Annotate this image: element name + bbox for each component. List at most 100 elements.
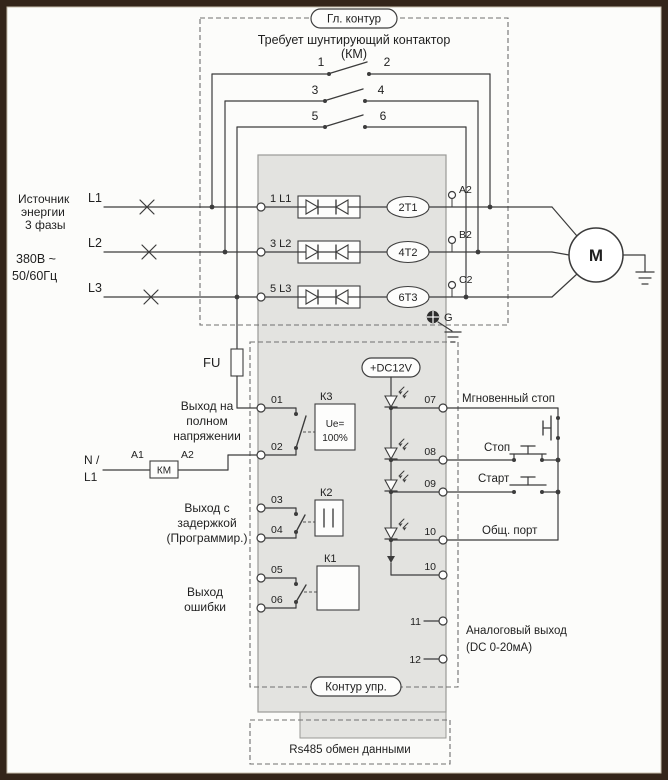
- terminal-number: 01: [271, 394, 283, 406]
- contactor-note: (КМ): [341, 47, 367, 61]
- main-circuit-tag-label: Гл. контур: [327, 14, 381, 26]
- source-labels: Источник энергии 3 фазы 380В ~ 50/60Гц L…: [12, 191, 102, 295]
- phase-label-l3: L3: [88, 281, 102, 295]
- km-a2-label: A2: [181, 449, 194, 461]
- voltage-label: 380В ~: [16, 252, 56, 266]
- thyristor-phase-2: [297, 240, 361, 264]
- svg-text:C2: C2: [459, 274, 473, 286]
- output-terminal-label: 2T1: [399, 202, 418, 214]
- external-input-wiring: Мгновенный стоп Стоп Старт Общ. порт: [446, 393, 561, 541]
- dc12v-supply: +DC12V: [361, 357, 440, 576]
- error-out-label: Выход: [187, 585, 223, 599]
- g-earth-group: G: [426, 310, 462, 343]
- terminal-10: [438, 535, 448, 545]
- out-full-label: полном: [186, 414, 227, 428]
- output-terminal-label: 4T2: [399, 247, 418, 259]
- contact-5-6: [236, 114, 467, 129]
- terminal-01: [256, 403, 266, 413]
- phase-input-wires: [103, 199, 258, 305]
- analog-out-label: (DC 0-20мА): [466, 642, 532, 654]
- input-terminal-label: 5 L3: [270, 283, 291, 295]
- phase-label-l1: L1: [88, 191, 102, 205]
- terminal-number: 10: [424, 561, 436, 573]
- contact-1-2: [211, 61, 491, 76]
- neutral-label: N /: [84, 453, 100, 467]
- relay-contact-k2: [264, 507, 315, 539]
- out-full-label: напряжении: [173, 429, 241, 443]
- terminal-number: 07: [424, 394, 436, 406]
- main-circuit-tag: [310, 8, 398, 29]
- contact-number: 3: [312, 83, 319, 97]
- terminal-05: [256, 573, 266, 583]
- km-coil-label: КМ: [157, 466, 171, 477]
- start-label: Старт: [478, 473, 510, 485]
- terminal-03: [256, 503, 266, 513]
- input-terminal: [256, 292, 266, 302]
- terminal-number: 02: [271, 441, 283, 453]
- output-terminal-label: 6T3: [399, 292, 418, 304]
- relay-k1-label: К1: [324, 553, 337, 565]
- input-terminal-label: 3 L2: [270, 238, 291, 250]
- contact-number: 2: [384, 55, 391, 69]
- source-label: Источник: [18, 192, 70, 206]
- delayed-out-label: задержкой: [177, 516, 236, 530]
- out-full-label: Выход на: [181, 399, 234, 413]
- terminal-08: [438, 455, 448, 465]
- power-section: 1 L1 3 L2 5 L3 2T1 4T2 6T3: [256, 184, 553, 309]
- contact-number: 1: [318, 55, 325, 69]
- input-terminal: [256, 202, 266, 212]
- fuse-symbol: [230, 348, 244, 377]
- analog-out-label: Аналоговый выход: [466, 625, 567, 637]
- input-terminal: [256, 247, 266, 257]
- relay-contact-k1: [264, 577, 317, 609]
- control-circuit-tag: [310, 676, 402, 697]
- instant-stop-label: Мгновенный стоп: [462, 393, 555, 405]
- relay-output-terminals: 01 02 03 04 05 06 К3 Ue= 100%: [256, 391, 360, 613]
- relay-contact-k3: [264, 407, 315, 456]
- relay-k2-box: [314, 499, 344, 537]
- instant-stop-button-icon: [542, 415, 560, 441]
- terminal-number: 06: [271, 594, 283, 606]
- rs485-dashed-box: [249, 719, 451, 765]
- terminal-number: 04: [271, 524, 283, 536]
- terminal-09: [438, 487, 448, 497]
- earth-icon: [437, 321, 462, 343]
- contact-number: 4: [378, 83, 385, 97]
- km-coil-circuit: N / L1 КМ A1 A2: [84, 449, 258, 484]
- stop-button-icon: [509, 445, 547, 462]
- terminal-number: 08: [424, 446, 436, 458]
- analog-output-labels: Аналоговый выход (DC 0-20мА): [466, 625, 567, 654]
- terminal-07: [438, 403, 448, 413]
- ground-label: G: [444, 312, 453, 324]
- motor-label: M: [589, 246, 603, 265]
- km-a1-label: A1: [131, 449, 144, 461]
- bypass-contactor-contacts: 1 2 3 4 5 6: [211, 55, 491, 350]
- terminal-number: 11: [410, 616, 421, 628]
- contact-3-4: [224, 88, 479, 103]
- terminal-10b: [438, 570, 448, 580]
- common-port-label: Общ. порт: [482, 525, 538, 537]
- input-terminal-label: 1 L1: [270, 193, 291, 205]
- relay-k2-label: К2: [320, 487, 333, 499]
- start-button-icon: [509, 476, 547, 494]
- source-label: энергии: [21, 205, 65, 219]
- relay-k3-ue: Ue=: [326, 419, 345, 430]
- fuse-label: FU: [203, 355, 220, 370]
- svg-text:A2: A2: [459, 184, 472, 196]
- left-function-labels: Выход на полном напряжении Выход с задер…: [167, 399, 248, 614]
- thyristor-phase-3: [297, 285, 361, 309]
- relay-k1-box: [316, 565, 360, 611]
- error-out-label: ошибки: [184, 600, 226, 614]
- rs485-tab: [299, 711, 447, 739]
- stop-label: Стоп: [484, 442, 510, 454]
- motor-earth-icon: [622, 254, 655, 285]
- dc12v-label: +DC12V: [370, 363, 413, 375]
- relay-k3-box: [314, 403, 356, 451]
- fuse-group: FU: [203, 348, 258, 409]
- out-node-a2: A2: [447, 184, 472, 208]
- thyristor-phase-1: [297, 195, 361, 219]
- terminal-number: 05: [271, 564, 283, 576]
- source-label: 3 фазы: [25, 218, 66, 232]
- arrow-down-icon: [387, 556, 395, 563]
